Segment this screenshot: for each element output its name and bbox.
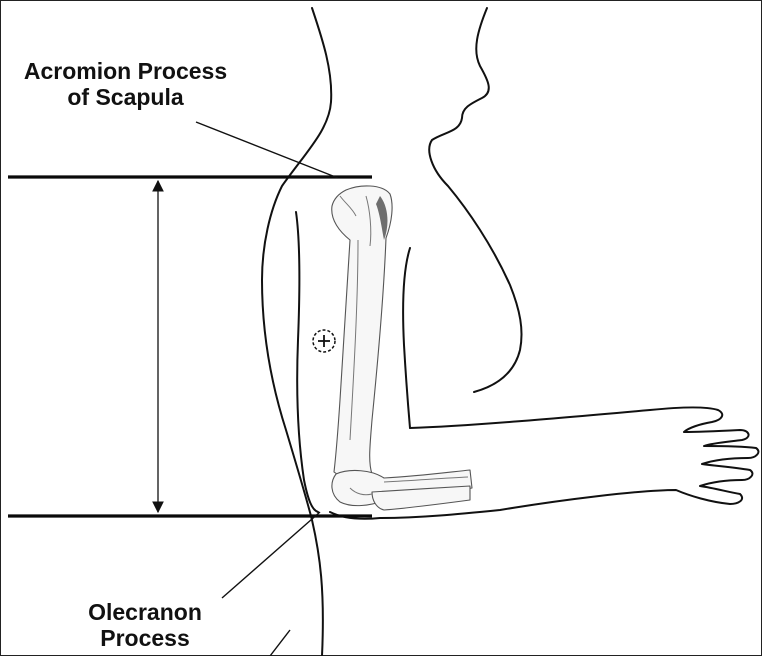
head-and-chest-outline xyxy=(429,8,521,392)
acromion-leader-line xyxy=(196,122,338,178)
olecranon-label-line-1: Olecranon xyxy=(60,599,230,625)
olecranon-leader-line xyxy=(222,512,320,598)
acromion-process-label: Acromion Process of Scapula xyxy=(8,58,243,110)
crosshair-circle-icon xyxy=(313,330,335,352)
olecranon-process-label: Olecranon Process xyxy=(60,599,230,651)
upper-arm-front-outline xyxy=(403,248,410,428)
upper-arm-back-outline xyxy=(296,212,318,512)
acromion-label-line-2: of Scapula xyxy=(8,84,243,110)
acromion-label-line-1: Acromion Process xyxy=(8,58,243,84)
olecranon-label-line-2: Process xyxy=(60,625,230,651)
olecranon-leader-tail xyxy=(270,630,290,656)
